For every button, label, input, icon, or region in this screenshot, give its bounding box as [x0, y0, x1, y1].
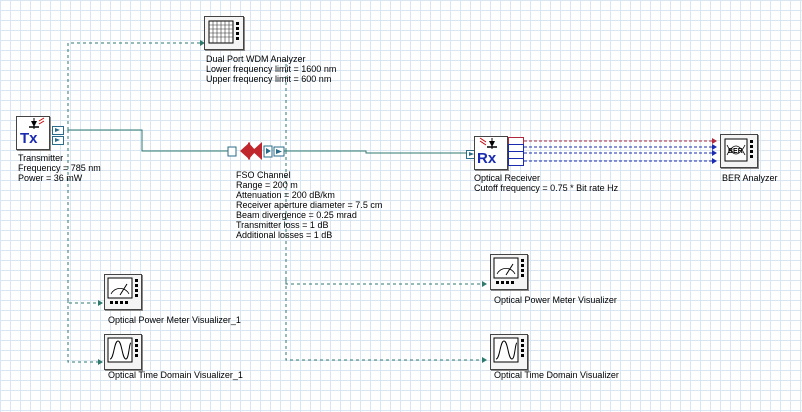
wdm-analyzer-component[interactable] [204, 16, 246, 50]
wdm-analyzer-lower: Lower frequency limit = 1600 nm [206, 64, 337, 74]
fso-range: Range = 200 m [236, 180, 298, 190]
time-domain-2-label: Optical Time Domain Visualizer [494, 370, 619, 380]
wire-fso-to-power-meter-2[interactable] [285, 151, 482, 285]
fso-attenuation: Attenuation = 200 dB/km [236, 190, 335, 200]
eye-diagram-icon [724, 138, 753, 162]
laser-diode-icon [29, 117, 45, 129]
fso-additional-losses: Additional losses = 1 dB [236, 230, 333, 240]
ber-analyzer-icon[interactable]: BER [720, 134, 758, 168]
power-meter-1-name: Optical Power Meter Visualizer_1 [108, 315, 241, 325]
fso-aperture: Receiver aperture diameter = 7.5 cm [236, 200, 383, 210]
power-meter-1-icon[interactable] [104, 274, 142, 310]
time-domain-1-name: Optical Time Domain Visualizer_1 [108, 370, 243, 380]
fso-channel-label: FSO Channel Range = 200 m Attenuation = … [236, 170, 382, 240]
fso-channel-name: FSO Channel [236, 170, 291, 180]
receiver-label: Optical Receiver Cutoff frequency = 0.75… [474, 173, 618, 193]
wire-fso-to-rx[interactable] [284, 150, 468, 154]
receiver-output-port-4[interactable] [508, 158, 524, 166]
transmitter-frequency: Frequency = 785 nm [18, 163, 101, 173]
wdm-analyzer-upper: Upper frequency limit = 600 nm [206, 74, 332, 84]
ber-analyzer-label: BER Analyzer [722, 173, 778, 183]
transmitter-output-port[interactable] [52, 126, 64, 135]
wire-tx-to-fso[interactable] [68, 129, 228, 152]
wire-fso-to-time-domain-2[interactable] [285, 280, 482, 361]
rx-label: Rx [477, 150, 497, 167]
time-domain-2-component[interactable] [490, 334, 530, 370]
time-domain-2-name: Optical Time Domain Visualizer [494, 370, 619, 380]
time-domain-1-component[interactable] [104, 334, 144, 370]
fso-telescope-icon [227, 142, 285, 160]
power-meter-1-component[interactable] [104, 274, 144, 310]
transmitter-component[interactable]: Tx [16, 116, 70, 152]
gauge-icon [493, 257, 524, 284]
power-meter-2-label: Optical Power Meter Visualizer [494, 295, 617, 305]
transmitter-name: Transmitter [18, 153, 64, 163]
time-domain-1-label: Optical Time Domain Visualizer_1 [108, 370, 243, 380]
transmitter-output-port-2[interactable] [52, 136, 64, 145]
power-meter-1-label: Optical Power Meter Visualizer_1 [108, 315, 241, 325]
wire-tx-to-power-meter-1[interactable] [67, 130, 98, 304]
transmitter-power: Power = 36 mW [18, 173, 83, 183]
wdm-analyzer-icon[interactable] [204, 16, 244, 50]
receiver-icon[interactable]: Rx [474, 136, 508, 170]
waveform-icon [107, 337, 138, 363]
ber-analyzer-component[interactable]: BER [714, 134, 760, 170]
ber-icon-text: BER [728, 148, 743, 155]
transmitter-icon[interactable]: Tx [16, 116, 50, 150]
fso-divergence: Beam divergence = 0.25 mrad [236, 210, 357, 220]
wdm-analyzer-label: Dual Port WDM Analyzer Lower frequency l… [206, 54, 336, 84]
tx-label: Tx [20, 130, 38, 147]
time-domain-1-icon[interactable] [104, 334, 142, 370]
fso-channel-component[interactable] [226, 140, 288, 164]
receiver-cutoff: Cutoff frequency = 0.75 * Bit rate Hz [474, 183, 619, 193]
fso-tx-loss: Transmitter loss = 1 dB [236, 220, 329, 230]
transmitter-label: Transmitter Frequency = 785 nm Power = 3… [18, 153, 101, 183]
receiver-name: Optical Receiver [474, 173, 541, 183]
photodiode-icon [479, 137, 497, 149]
waveform-icon [493, 337, 524, 363]
power-meter-2-component[interactable] [490, 254, 530, 290]
power-meter-2-name: Optical Power Meter Visualizer [494, 295, 617, 305]
power-meter-2-icon[interactable] [490, 254, 528, 290]
receiver-component[interactable]: Rx [466, 136, 526, 172]
gauge-icon [107, 277, 138, 304]
wdm-analyzer-name: Dual Port WDM Analyzer [206, 54, 306, 64]
wire-tx-to-time-domain-1[interactable] [67, 300, 98, 363]
ber-analyzer-name: BER Analyzer [722, 173, 778, 183]
time-domain-2-icon[interactable] [490, 334, 528, 370]
spectrum-screen-icon [208, 20, 239, 44]
wire-tx-to-wdm[interactable] [67, 42, 200, 130]
